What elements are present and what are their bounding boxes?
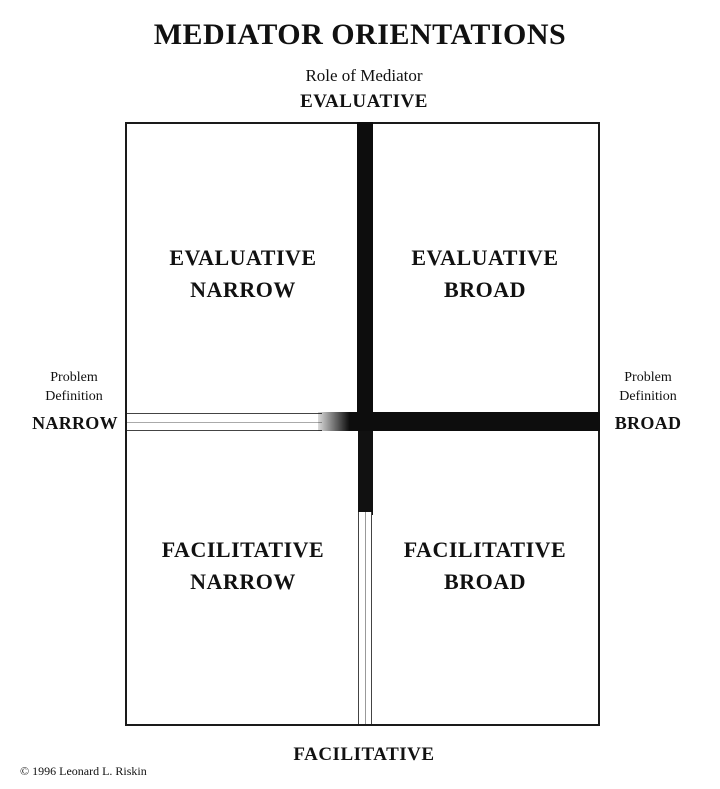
quadrant-facilitative-narrow: FACILITATIVE NARROW bbox=[130, 534, 356, 598]
right-axis-caption: Problem Definition bbox=[604, 368, 692, 406]
quadrant-line: EVALUATIVE bbox=[411, 245, 559, 270]
quadrant-evaluative-narrow: EVALUATIVE NARROW bbox=[130, 242, 356, 306]
horizontal-axis-transition bbox=[318, 412, 363, 431]
vertical-axis-transition bbox=[358, 420, 373, 515]
left-axis-label: NARROW bbox=[32, 413, 118, 433]
top-axis-label: EVALUATIVE bbox=[300, 91, 428, 112]
quadrant-line: EVALUATIVE bbox=[169, 245, 317, 270]
left-axis-caption: Problem Definition bbox=[28, 368, 120, 406]
caption-line: Problem bbox=[624, 370, 672, 385]
quadrant-line: FACILITATIVE bbox=[403, 537, 567, 562]
bottom-axis-label: FACILITATIVE bbox=[293, 744, 435, 765]
quadrant-evaluative-broad: EVALUATIVE BROAD bbox=[374, 242, 596, 306]
horizontal-axis-broad bbox=[357, 412, 600, 431]
vertical-axis-evaluative bbox=[357, 122, 373, 422]
caption-line: Definition bbox=[45, 389, 103, 404]
quadrant-facilitative-broad: FACILITATIVE BROAD bbox=[374, 534, 596, 598]
quadrant-line: NARROW bbox=[190, 277, 296, 302]
quadrant-line: NARROW bbox=[190, 569, 296, 594]
caption-line: Problem bbox=[50, 370, 98, 385]
vertical-axis-facilitative bbox=[358, 512, 372, 724]
diagram-title: MEDIATOR ORIENTATIONS bbox=[153, 18, 567, 51]
copyright-notice: © 1996 Leonard L. Riskin bbox=[20, 764, 147, 778]
quadrant-line: BROAD bbox=[444, 569, 526, 594]
top-axis-caption: Role of Mediator bbox=[305, 66, 423, 85]
caption-line: Definition bbox=[619, 389, 677, 404]
right-axis-label: BROAD bbox=[614, 413, 682, 433]
quadrant-line: BROAD bbox=[444, 277, 526, 302]
quadrant-line: FACILITATIVE bbox=[161, 537, 325, 562]
horizontal-axis-narrow bbox=[127, 413, 322, 431]
